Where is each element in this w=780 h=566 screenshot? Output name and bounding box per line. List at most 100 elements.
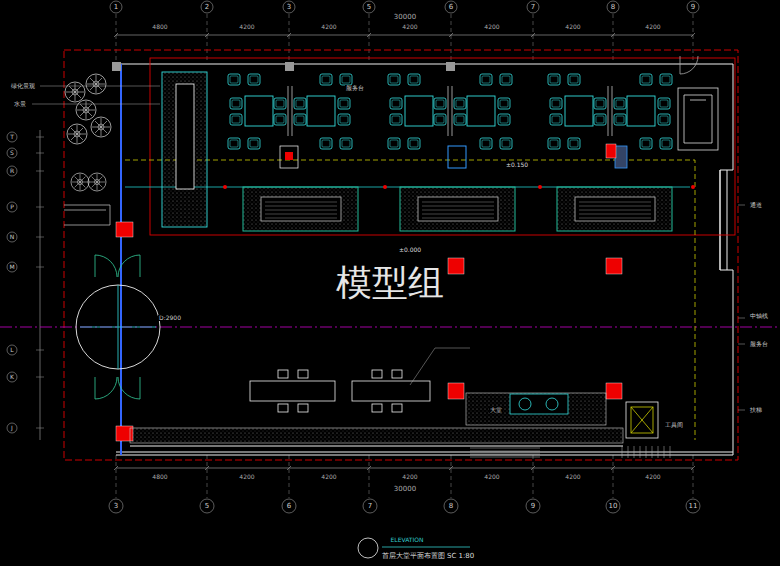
axis-letter: T (9, 134, 15, 140)
elevator-part (626, 402, 658, 438)
trees-part (86, 74, 106, 94)
grid-bubbles-part (283, 1, 295, 13)
planting-strip (130, 428, 623, 443)
grid-bubbles-part (445, 1, 457, 13)
room-label: 绿化景观 (10, 83, 36, 89)
grid-bubbles-part (110, 1, 122, 13)
grid-bubbles-part (607, 1, 619, 13)
leader-lines (32, 86, 160, 104)
dimension-lines-part (114, 466, 695, 470)
grid-number: 8 (448, 503, 454, 510)
grid-number: 5 (204, 503, 210, 510)
grid-number: 9 (690, 4, 696, 11)
bench (176, 84, 194, 189)
grid-number: 6 (286, 503, 292, 510)
columns-part (448, 383, 464, 399)
grid-number: 3 (113, 503, 119, 510)
dimension: 4200 (483, 24, 500, 30)
stairs-part (622, 446, 670, 458)
work-tables-part (298, 370, 308, 378)
reception-chairs (510, 394, 568, 414)
axis-letter: N (9, 234, 16, 240)
grid-bubbles (7, 1, 700, 513)
revolving-door-part (95, 255, 140, 399)
dimension: 30000 (393, 486, 417, 493)
room-label: 扶梯 (749, 407, 763, 413)
water-feature (64, 205, 110, 225)
axis-letter: R (9, 168, 15, 174)
columns-part (606, 144, 616, 158)
grid-bubbles-part (7, 166, 17, 176)
grid-number: 11 (688, 503, 699, 510)
grid-bubbles-part (7, 423, 17, 433)
elevator-part (631, 407, 653, 433)
revolving-door-part (76, 285, 160, 369)
work-tables-part (392, 404, 402, 412)
grid-number: 1 (113, 4, 119, 11)
boundary-line (64, 50, 738, 460)
grid-bubbles-part (606, 499, 620, 513)
dimension: 4800 (151, 24, 168, 30)
reception-chairs-part (510, 394, 568, 414)
grid-bubbles-part (7, 202, 17, 212)
light-track-part (223, 185, 227, 189)
zone-line (150, 58, 735, 235)
grid-bubbles-part (7, 148, 17, 158)
trees-part (67, 124, 87, 144)
work-tables-part (278, 370, 288, 378)
display-boxes-part (285, 152, 293, 160)
trees-part (76, 100, 96, 120)
room-label: 大堂 (489, 407, 503, 413)
display-boxes (280, 146, 627, 168)
ceiling-line (125, 160, 695, 440)
dimension: 4200 (644, 474, 661, 480)
work-tables-part (352, 381, 430, 401)
grid-bubbles-part (686, 499, 700, 513)
work-tables-part (372, 404, 382, 412)
revolving-door-part (95, 255, 140, 399)
grid-bubbles-part (7, 262, 17, 272)
walls-part (720, 170, 727, 270)
grid-lines-part (116, 455, 693, 498)
light-track-part (383, 185, 387, 189)
planters-part (243, 187, 358, 231)
service-counter-part (680, 56, 698, 74)
dimension: 4200 (483, 474, 500, 480)
dimension: 4800 (151, 474, 168, 480)
grid-bubbles-part (7, 232, 17, 242)
grid-bubbles-part (526, 499, 540, 513)
work-tables (250, 370, 430, 412)
trees (65, 74, 111, 191)
dimension-lines (36, 33, 695, 470)
grid-bubbles-part (363, 499, 377, 513)
work-tables-part (392, 370, 402, 378)
dimension: 4200 (401, 474, 418, 480)
room-label: 通道 (749, 202, 763, 208)
planters (243, 187, 672, 231)
work-tables-part (298, 404, 308, 412)
watermark: 模型组 (335, 265, 445, 301)
wall-columns-part (446, 62, 455, 71)
title-mark-part (382, 547, 470, 548)
axis-letter: K (9, 374, 15, 380)
walls-part (116, 446, 733, 452)
grid-bubbles-part (282, 499, 296, 513)
dimension: 4200 (238, 24, 255, 30)
grid-bubbles-part (363, 1, 375, 13)
wall-columns (112, 62, 455, 71)
room-label: 工具间 (664, 422, 684, 428)
columns-part (606, 258, 622, 274)
light-track-part (538, 185, 542, 189)
room-label: 水景 (13, 101, 27, 107)
grid-lines (116, 14, 693, 498)
grid-number: 7 (530, 4, 536, 11)
drawing-caption: 首层大堂平面布置图 SC 1:80 (381, 553, 476, 560)
reception-chairs-part (519, 398, 531, 410)
wall-columns-part (285, 62, 294, 71)
lounge-sets-part (388, 74, 512, 149)
axis-letter: J (10, 425, 14, 431)
grid-number: 8 (610, 4, 616, 11)
grid-bubbles-part (201, 1, 213, 13)
